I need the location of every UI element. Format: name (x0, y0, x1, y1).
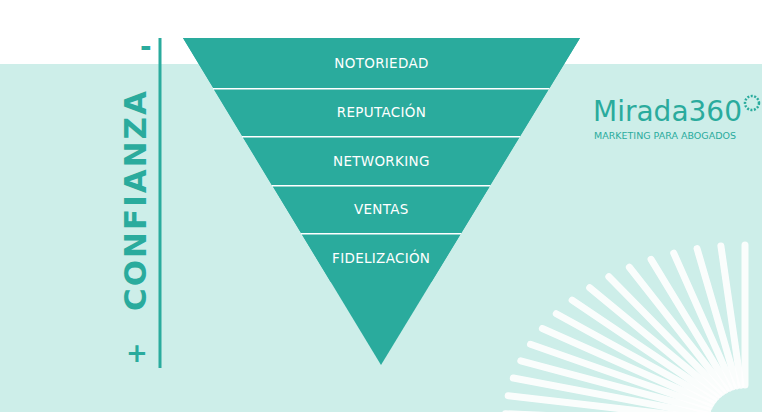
sun-ray (721, 246, 741, 385)
sun-ray (742, 245, 749, 385)
logo-name: Mirada360 (593, 95, 742, 128)
funnel-band: NETWORKING (242, 136, 520, 185)
axis-minus: - (140, 30, 152, 63)
axis-title: CONFIANZA (117, 89, 153, 311)
funnel-band: REPUTACIÓN (213, 88, 549, 136)
funnel-band: FIDELIZACIÓN (301, 233, 461, 282)
sun-ray (609, 277, 722, 392)
funnel-band: VENTAS (272, 185, 491, 233)
band-label: FIDELIZACIÓN (301, 250, 461, 266)
band-label: REPUTACIÓN (213, 104, 549, 120)
band-label: VENTAS (272, 201, 491, 217)
funnel-triangle (183, 38, 580, 365)
logo-ring (745, 96, 759, 110)
axis-plus: + (126, 338, 148, 368)
logo-tagline: MARKETING PARA ABOGADOS (594, 130, 736, 141)
sunburst (505, 245, 745, 418)
funnel-band: NOTORIEDAD (183, 38, 580, 88)
band-label: NETWORKING (242, 153, 520, 169)
confidence-axis (159, 38, 162, 368)
band-label: NOTORIEDAD (183, 55, 580, 71)
